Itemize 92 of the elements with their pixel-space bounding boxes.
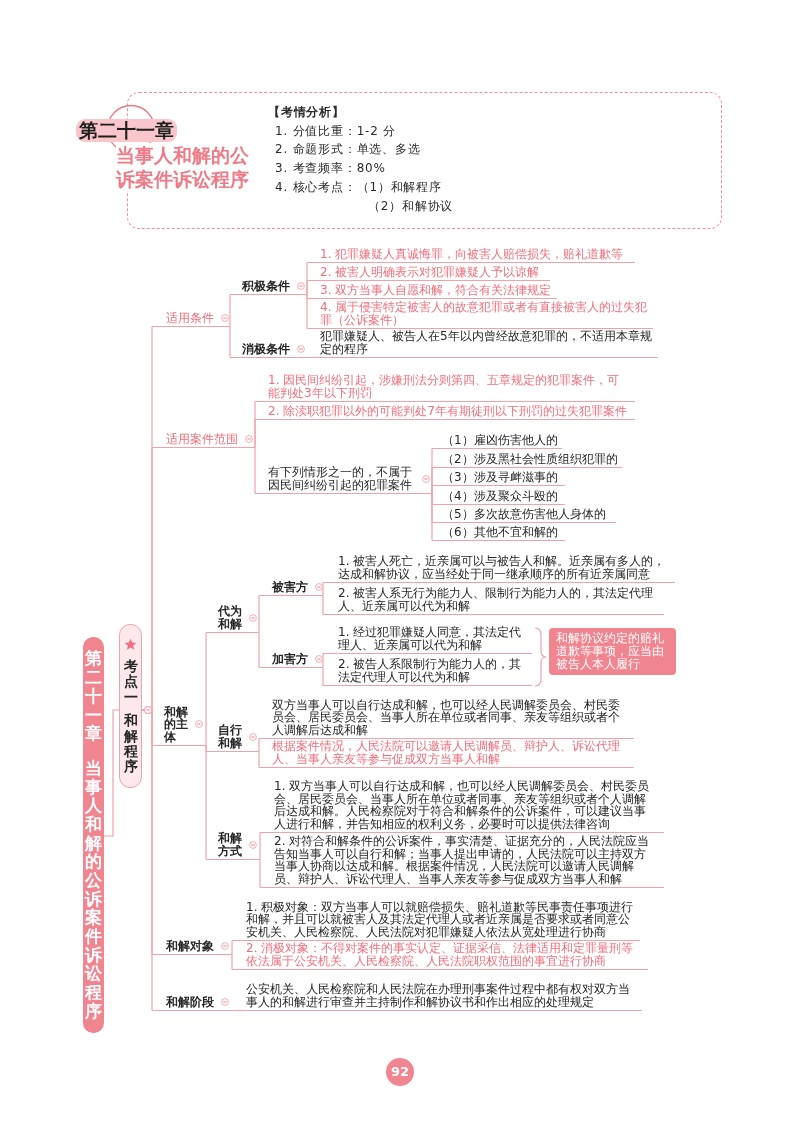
tag-text: 和解程序 <box>123 713 138 775</box>
branch-topic <box>255 466 432 494</box>
panel-text: 1. 分值比重：1-2 分 <box>275 122 397 140</box>
connector-line <box>258 594 260 633</box>
connector-line <box>258 750 260 768</box>
connector-line <box>322 652 324 668</box>
leaf-topic: 2. 除渎职犯罪以外的可能判处7年有期徒刑以下刑罚的过失犯罪案件 <box>255 404 635 420</box>
panel-heading: 【考情分析】 <box>268 104 345 121</box>
branch-topic <box>152 432 255 448</box>
topic-label: 被害方 <box>272 580 308 593</box>
panel-text: （2）和解协议 <box>368 197 454 215</box>
chapter-title: 当事人和解的公诉案件诉讼程序 <box>116 143 251 191</box>
topic-label: 适用条件 <box>166 311 214 324</box>
leaf-topic: 2. 被害人明确表示对犯罪嫌疑人予以谅解 <box>307 265 550 281</box>
banner-text: 第二十一章 <box>85 649 102 743</box>
topic-label: 消极条件 <box>242 342 290 355</box>
leaf-topic: （2）涉及黑社会性质组织犯罪的 <box>432 452 622 468</box>
topic-label: 和解对象 <box>166 939 214 952</box>
leaf-topic: （5）多次故意伤害他人身体的 <box>432 507 616 523</box>
connector-line <box>231 953 233 970</box>
branch-topic <box>152 311 230 327</box>
leaf-topic: 2. 对符合和解条件的公诉案件，事实清楚、证据充分的，人民法院应当告知当事人可以自行和解；当事人提出申请的，人民法院可以主持双方当事人协商以达成和解。根据案件情况，人民法院可以邀请人民调解员、辩护人、诉讼代理人、当事人亲友等参与促成双方当事人和解 <box>260 835 664 888</box>
branch-topic <box>259 580 323 596</box>
connector-line <box>322 581 324 596</box>
note-callout: 和解协议约定的赔礼道歉等事项，应当由被告人本人履行 <box>549 628 676 675</box>
branch-topic <box>259 652 323 668</box>
connector-line <box>103 709 120 837</box>
connector-line <box>229 293 231 327</box>
page-number: 92 <box>386 1058 414 1086</box>
leaf-topic: 1. 因民间纠纷引起，涉嫌刑法分则第四、五章规定的犯罪案件，可能判处3年以下刑罚 <box>255 374 635 402</box>
connector-line <box>313 356 319 358</box>
connector-line <box>258 737 260 752</box>
topic-tag <box>119 624 142 788</box>
chapter-number: 第二十一章 <box>76 119 177 142</box>
tag-text: 考点一 <box>123 659 138 706</box>
branch-topic <box>152 705 206 746</box>
connector-line <box>141 706 153 1011</box>
leaf-topic: 1. 双方当事人可以自行达成和解，也可以经人民调解委员会、村民委员会、居民委员会、当事人所在单位或者同事、亲友等组织或者个人调解后达成和解。人民检察院对于符合和解条件的公诉案件，可以建议当事人进行和解，并告知相应的权利义务，必要时可以提供法律咨询 <box>260 780 664 833</box>
topic-label: 适用案件范围 <box>166 432 238 445</box>
connector-line <box>231 939 233 955</box>
topic-label: 自行和解 <box>218 724 242 749</box>
leaf-topic: 1. 被害人死亡，近亲属可以与被告人和解。近亲属有多人的，达成和解协议，应当经处于同一继承顺序的所有近亲属同意 <box>323 555 675 583</box>
connector-line <box>306 293 308 329</box>
connector-line <box>205 744 207 860</box>
panel-text: 2. 命题形式：单选、多选 <box>275 141 421 159</box>
topic-label: 积极条件 <box>242 279 290 292</box>
branch-topic <box>206 724 259 752</box>
topic-label: 代为和解 <box>218 605 242 630</box>
leaf-topic: 4. 属于侵害特定被害人的故意犯罪或者有直接被害人的过失犯罪（公诉案件） <box>307 301 653 329</box>
connector-line <box>259 858 261 888</box>
banner-text: 当事人和解的公诉案件诉讼程序 <box>85 758 102 1021</box>
branch-topic <box>206 605 259 633</box>
leaf-topic: 1. 经过犯罪嫌疑人同意，其法定代理人、近亲属可以代为和解 <box>323 626 532 654</box>
leaf-topic: 2. 被害人系无行为能力人、限制行为能力人的，其法定代理人、近亲属可以代为和解 <box>323 587 664 615</box>
leaf-topic: 1. 积极对象：双方当事人可以就赔偿损失、赔礼道歉等民事责任事项进行和解，并且可以就被害人及其法定代理人或者近亲属是否要求或者同意公安机关、人民检察院、人民法院对犯罪嫌疑人依法从宽处理进行协商 <box>232 900 640 941</box>
connector-line <box>237 1009 243 1011</box>
topic-label: 和解阶段 <box>166 995 214 1008</box>
leaf-topic: 犯罪嫌疑人、被告人在5年以内曾经故意犯罪的，不适用本章规定的程序 <box>318 330 658 358</box>
branch-topic <box>230 279 307 295</box>
connector-line <box>254 446 256 494</box>
leaf-topic: 根据案件情况，人民法院可以邀请人民调解员、辩护人、诉讼代理人、当事人亲友等参与促成双方当事人和解 <box>259 740 634 768</box>
branch-topic <box>206 832 260 860</box>
topic-label: 和解的主体 <box>164 705 188 743</box>
branch-topic <box>152 939 232 955</box>
leaf-topic: 2. 消极对象：不得对案件的事实认定、证据采信、法律适用和定罪量刑等依法属于公安机关、人民检察院、人民法院职权范围的事宜进行协商 <box>232 942 648 970</box>
leaf-topic: 1. 犯罪嫌疑人真诚悔罪，向被害人赔偿损失，赔礼道歉等 <box>307 247 635 263</box>
leaf-topic: 公安机关、人民检察院和人民法院在办理刑事案件过程中都有权对双方当事人的和解进行审查并主持制作和解协议书和作出相应的处理规定 <box>242 983 642 1011</box>
leaf-topic: （1）雇凶伤害他人的 <box>432 433 562 449</box>
leaf-topic: 双方当事人可以自行达成和解，也可以经人民调解委员会、村民委员会、居民委员会、当事人所在单位或者同事、亲友等组织或者个人调解后达成和解 <box>259 698 634 739</box>
connector-line <box>306 279 308 295</box>
leaf-topic: （6）其他不宜和解的 <box>432 525 565 541</box>
leaf-topic: （3）涉及寻衅滋事的 <box>432 470 565 486</box>
connector-line <box>259 831 261 860</box>
connector-line <box>254 418 256 448</box>
connector-line <box>229 325 231 358</box>
topic-label: 加害方 <box>272 652 308 665</box>
connector-line <box>322 666 324 686</box>
branch-topic <box>152 995 238 1011</box>
chapter-banner <box>83 637 104 1033</box>
leaf-topic: 2. 被告人系限制行为能力人的，其法定代理人可以代为和解 <box>323 658 532 686</box>
connector-line <box>431 484 433 494</box>
connector-line <box>431 492 433 541</box>
panel-text: 4. 核心考点：（1）和解程序 <box>275 178 442 196</box>
connector-line <box>322 594 324 615</box>
leaf-topic: 3. 双方当事人自愿和解，符合有关法律规定 <box>307 283 557 299</box>
connector-line <box>258 631 260 668</box>
panel-text: 3. 考查频率：80% <box>275 160 386 178</box>
branch-topic <box>230 342 314 358</box>
leaf-topic: （4）涉及聚众斗殴的 <box>432 489 565 505</box>
topic-label: 有下列情形之一的，不属于因民间纠纷引起的犯罪案件 <box>268 466 413 491</box>
topic-label: 和解方式 <box>218 832 242 857</box>
connector-line <box>205 631 207 746</box>
